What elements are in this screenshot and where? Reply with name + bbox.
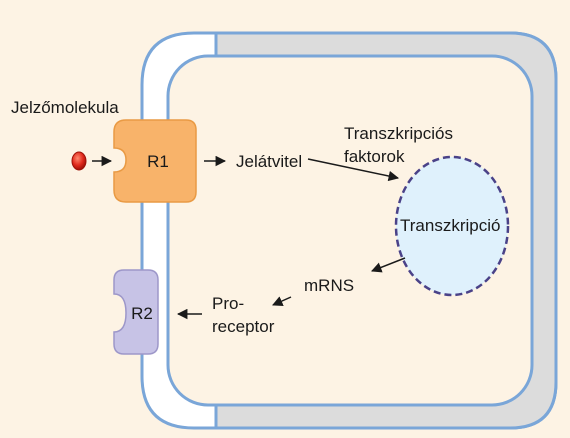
signal-transduction-label: Jelátvitel bbox=[236, 152, 302, 171]
receptor-r2-label: R2 bbox=[131, 304, 153, 323]
transcription-label: Transzkripció bbox=[400, 216, 500, 235]
nucleus bbox=[394, 155, 510, 297]
mrna-label: mRNS bbox=[304, 276, 354, 295]
arrow-transduction-to-nucleus bbox=[307, 158, 400, 182]
receptor-r1-label: R1 bbox=[147, 152, 169, 171]
signal-molecule bbox=[71, 151, 87, 171]
cytoplasm bbox=[166, 54, 534, 407]
proreceptor-label-1: Pro- bbox=[212, 294, 244, 313]
receptor-r2-shape bbox=[113, 269, 159, 355]
receptor-r1-shape bbox=[113, 119, 197, 203]
arrow-mrna-to-proreceptor bbox=[272, 296, 292, 306]
proreceptor-label-2: receptor bbox=[212, 317, 275, 336]
signal-molecule-label: Jelzőmolekula bbox=[11, 98, 119, 117]
arrow-nucleus-to-mrna bbox=[371, 257, 406, 273]
transcription-factors-label-2: faktorok bbox=[344, 147, 405, 166]
transcription-factors-label-1: Transzkripciós bbox=[344, 124, 453, 143]
